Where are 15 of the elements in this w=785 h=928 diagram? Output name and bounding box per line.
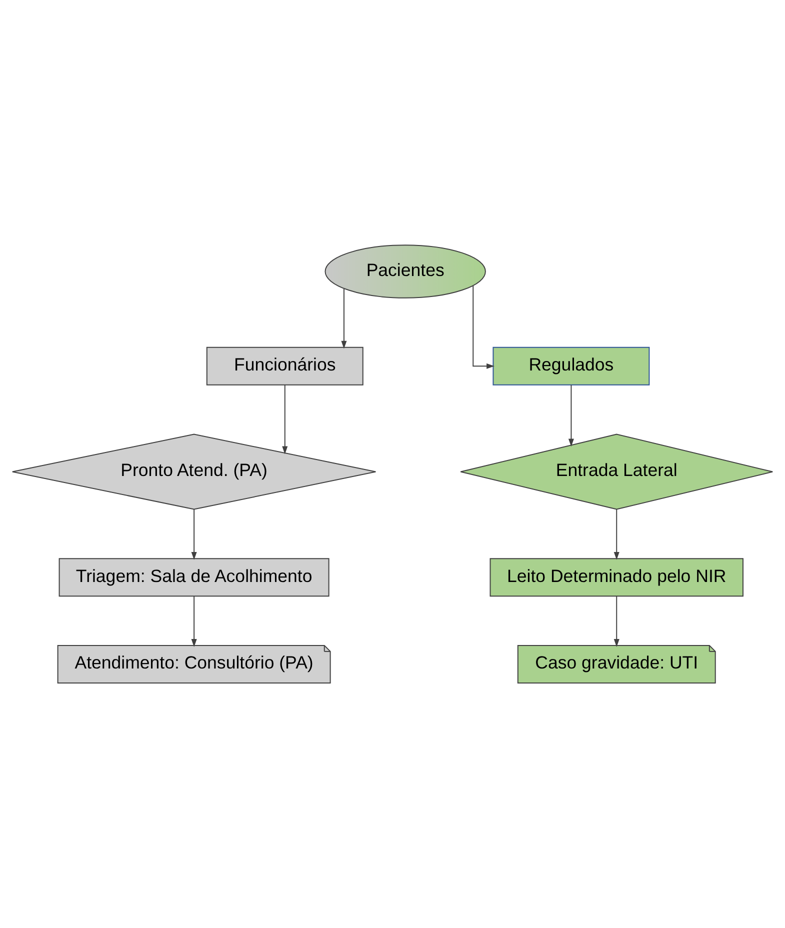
node-box: Leito Determinado pelo NIR — [490, 558, 744, 597]
node-box: Triagem: Sala de Acolhimento — [58, 558, 330, 597]
arrow — [282, 384, 288, 454]
node-diamond: Pronto Atend. (PA) — [12, 434, 376, 510]
arrow — [191, 596, 197, 647]
arrow — [191, 508, 197, 560]
arrow — [472, 285, 494, 369]
node-box: Regulados — [492, 346, 650, 386]
arrow — [568, 384, 574, 447]
arrow — [614, 596, 620, 647]
node-ellipse: Pacientes — [324, 244, 486, 298]
node-diamond: Entrada Lateral — [460, 434, 774, 510]
arrow — [341, 288, 347, 349]
arrow — [614, 508, 620, 560]
node-box: Funcionários — [206, 346, 364, 386]
